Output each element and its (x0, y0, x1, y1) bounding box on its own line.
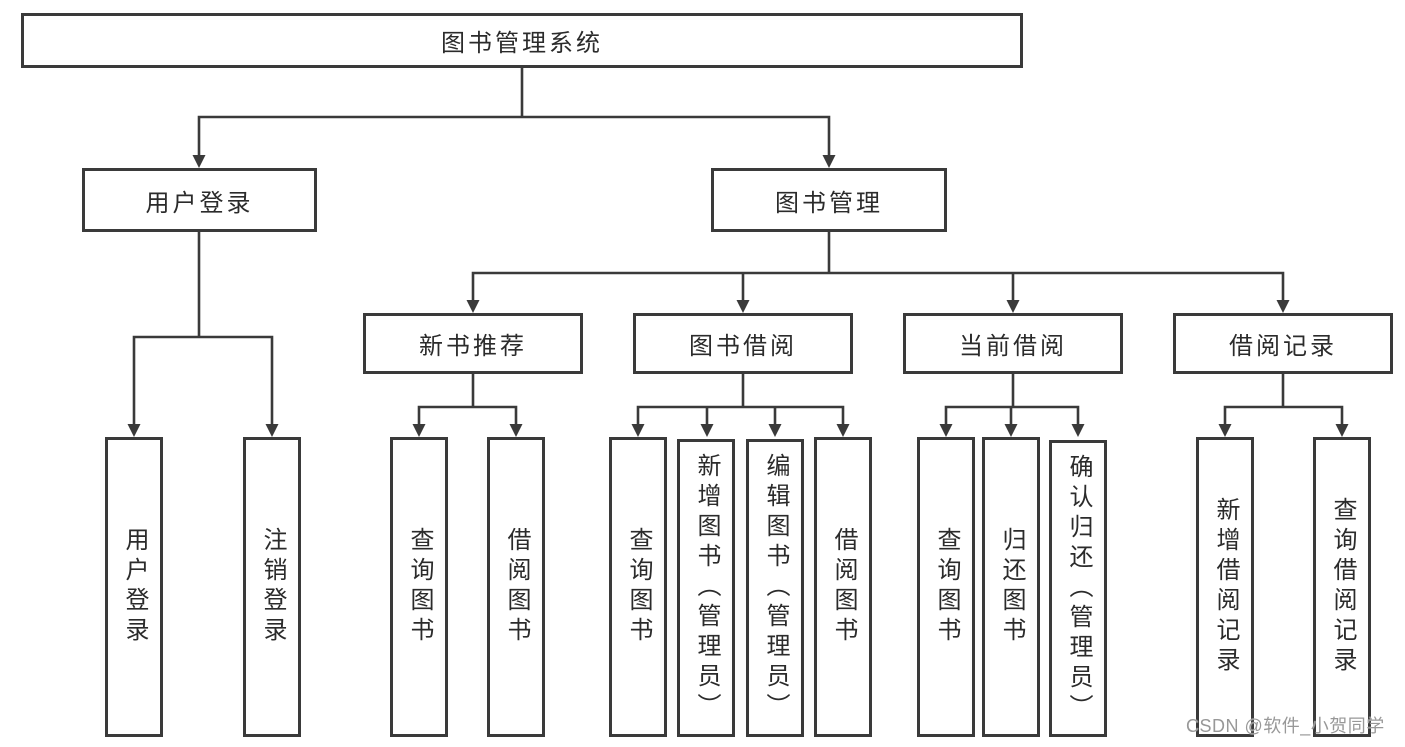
node-user-login: 用户登录 (82, 168, 317, 232)
node-user-login-label: 用户登录 (145, 189, 254, 217)
leaf-bb-add-book-label: 新增图书（管理员） (693, 453, 720, 723)
leaf-rec-query-book-label: 查询图书 (406, 527, 433, 647)
connector-root-to-level2 (197, 66, 831, 158)
node-book-borrow-label: 图书借阅 (689, 333, 797, 360)
leaf-br-add-record: 新增借阅记录 (1196, 437, 1254, 737)
leaf-bb-edit-book: 编辑图书（管理员） (746, 439, 804, 737)
leaf-logout-label: 注销登录 (259, 527, 286, 647)
connector-bookborrow-to-leaves (636, 372, 845, 427)
connector-newbookrec-to-leaves (417, 372, 518, 427)
connector-userlogin-to-leaves (132, 230, 274, 427)
leaf-cb-query-book: 查询图书 (917, 437, 975, 737)
connector-borrowrecord-to-leaves (1223, 372, 1344, 427)
node-new-book-recommend: 新书推荐 (363, 313, 583, 374)
leaf-bb-query-book-label: 查询图书 (625, 527, 652, 647)
connector-currentborrow-to-leaves (944, 372, 1080, 427)
leaf-bb-borrow-book: 借阅图书 (814, 437, 872, 737)
leaf-logout: 注销登录 (243, 437, 301, 737)
connector-bookmgmt-to-level3 (471, 230, 1285, 303)
node-library-system-label: 图书管理系统 (441, 30, 603, 57)
leaf-user-login: 用户登录 (105, 437, 163, 737)
leaf-bb-query-book: 查询图书 (609, 437, 667, 737)
node-current-borrow-label: 当前借阅 (959, 333, 1067, 360)
leaf-rec-borrow-book-label: 借阅图书 (503, 527, 530, 647)
leaf-cb-return-book-label: 归还图书 (998, 527, 1025, 647)
node-library-system: 图书管理系统 (21, 13, 1023, 68)
leaf-bb-borrow-book-label: 借阅图书 (830, 527, 857, 647)
node-borrow-record-label: 借阅记录 (1229, 333, 1337, 360)
leaf-bb-add-book: 新增图书（管理员） (677, 439, 735, 737)
leaf-rec-query-book: 查询图书 (390, 437, 448, 737)
leaf-br-query-record-label: 查询借阅记录 (1329, 497, 1356, 677)
node-borrow-record: 借阅记录 (1173, 313, 1393, 374)
leaf-bb-edit-book-label: 编辑图书（管理员） (762, 453, 789, 723)
node-current-borrow: 当前借阅 (903, 313, 1123, 374)
node-book-borrow: 图书借阅 (633, 313, 853, 374)
leaf-rec-borrow-book: 借阅图书 (487, 437, 545, 737)
node-book-management: 图书管理 (711, 168, 947, 232)
leaf-cb-query-book-label: 查询图书 (933, 527, 960, 647)
leaf-user-login-label: 用户登录 (121, 527, 148, 647)
leaf-cb-confirm-return: 确认归还（管理员） (1049, 440, 1107, 737)
leaf-br-query-record: 查询借阅记录 (1313, 437, 1371, 737)
csdn-watermark: CSDN @软件_小贺同学 (1186, 716, 1385, 736)
node-new-book-recommend-label: 新书推荐 (419, 333, 527, 360)
leaf-br-add-record-label: 新增借阅记录 (1212, 497, 1239, 677)
node-book-management-label: 图书管理 (775, 189, 883, 217)
leaf-cb-confirm-return-label: 确认归还（管理员） (1065, 453, 1092, 724)
leaf-cb-return-book: 归还图书 (982, 437, 1040, 737)
